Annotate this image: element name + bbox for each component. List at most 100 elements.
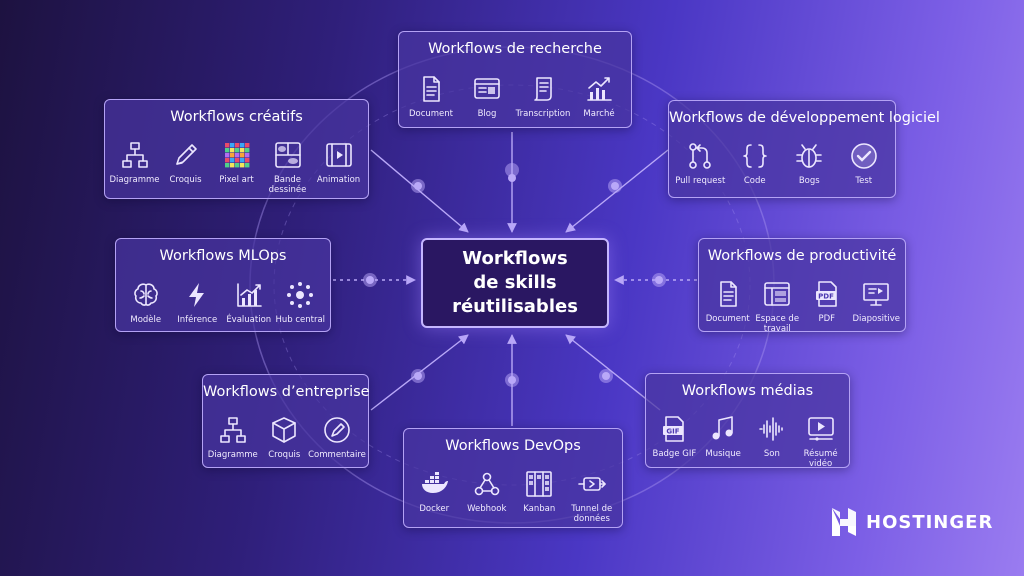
skill-item-label: Kanban [523,504,556,514]
skill-item-label: Marché [583,109,615,119]
pencil-icon [175,144,197,165]
skill-item: Document [703,279,753,334]
skill-item-label: Croquis [268,450,301,460]
diagram-icon [219,417,246,443]
skill-item-label: Espace de travail [755,314,800,334]
skill-item-label: Tunnel de données [571,504,613,524]
eval-chart-icon [236,283,262,307]
skill-item: Marché [572,74,626,119]
video-play-icon [807,417,834,441]
skill-item: Évaluation [223,280,275,325]
skill-item-label: Commentaire [308,450,366,460]
skill-item-label: Bande dessinée [268,175,307,195]
skill-item-label: Hub central [275,315,326,325]
central-hub-title: Workflows de skills réutilisables [452,248,578,317]
skill-item: Tunnel de données [566,469,619,524]
blog-icon [474,78,500,99]
gif-icon: GIF [663,416,685,442]
skill-item-label: Résumé vidéo [803,449,838,469]
skill-item-label: Modèle [130,315,162,325]
skill-item-label: Pixel art [219,175,254,185]
brain-icon [133,283,158,306]
panel-title: Workflows MLOps [159,248,287,264]
skill-item-label: Son [763,449,780,459]
hostinger-logo-icon [832,508,856,536]
document-icon [423,76,440,102]
skill-item-label: Pull request [675,176,726,186]
film-icon [325,143,352,167]
skill-item: Croquis [259,415,311,460]
skill-item: Kanban [513,469,566,524]
pull-request-icon [689,143,712,169]
document-icon [719,281,737,307]
skill-item: Pull request [673,141,727,186]
central-hub-box: Workflows de skills réutilisables [421,238,609,328]
skill-item: Bande dessinée [262,140,313,195]
skill-item-label: Inférence [177,315,218,325]
skill-item: Diagramme [207,415,259,460]
slide-icon [863,283,890,306]
skill-item-label: Évaluation [226,315,272,325]
diagram-icon [121,142,148,168]
skill-item: Diagramme [109,140,160,195]
skill-item-label: PDF [818,314,836,324]
comic-icon [274,142,301,168]
docker-icon [422,472,449,493]
skill-item-label: Transcription [515,109,571,119]
skill-item-label: Diapositive [852,314,900,324]
lightning-icon [189,283,205,307]
skill-item-label: Diagramme [207,450,258,460]
pipeline-icon [577,477,606,491]
skill-item: Croquis [160,140,211,195]
skill-item: Transcription [516,74,570,119]
skill-item: Espace de travail [753,279,803,334]
skill-item: PDF PDF [802,279,852,334]
panel-title: Workflows de recherche [428,41,602,57]
panel-title: Workflows d’entreprise [203,384,370,400]
skill-item-label: Diagramme [109,175,160,185]
skill-item: Bogs [782,141,836,186]
skill-item-label: Document [408,109,454,119]
skill-item: Hub central [275,280,327,325]
comment-pen-icon [324,417,350,443]
skill-item: Code [728,141,782,186]
skill-item: Musique [699,414,748,469]
panel-title: Workflows médias [681,383,814,399]
skill-item: Pixel art [211,140,262,195]
panel-title: Workflows DevOps [445,438,581,454]
skill-item-label: Docker [419,504,450,514]
box-icon [272,417,297,443]
skill-item-label: Musique [705,449,741,459]
pdf-icon: PDF [815,281,837,307]
skill-item-label: Croquis [169,175,202,185]
skill-item: Test [837,141,891,186]
panel-title: Workflows créatifs [170,109,303,125]
skill-item: Webhook [461,469,514,524]
music-note-icon [712,416,733,440]
panel-title: Workflows de développement logiciel [669,110,940,126]
bug-icon [796,144,823,168]
skill-item: Résumé vidéo [796,414,845,469]
skill-item: Docker [408,469,461,524]
skill-item-label: Webhook [467,504,507,514]
hub-icon [287,282,314,308]
skill-item-label: Blog [477,109,497,119]
soundwave-icon [759,417,783,441]
skill-item: Animation [313,140,364,195]
pixel-grid-icon [224,143,249,168]
brand-name: HOSTINGER [866,511,994,533]
skill-item: Diapositive [852,279,902,334]
skill-item: Inférence [172,280,224,325]
connector-medias [565,334,661,411]
webhook-icon [474,472,500,496]
skill-item: Commentaire [308,415,366,460]
market-chart-icon [587,77,612,101]
